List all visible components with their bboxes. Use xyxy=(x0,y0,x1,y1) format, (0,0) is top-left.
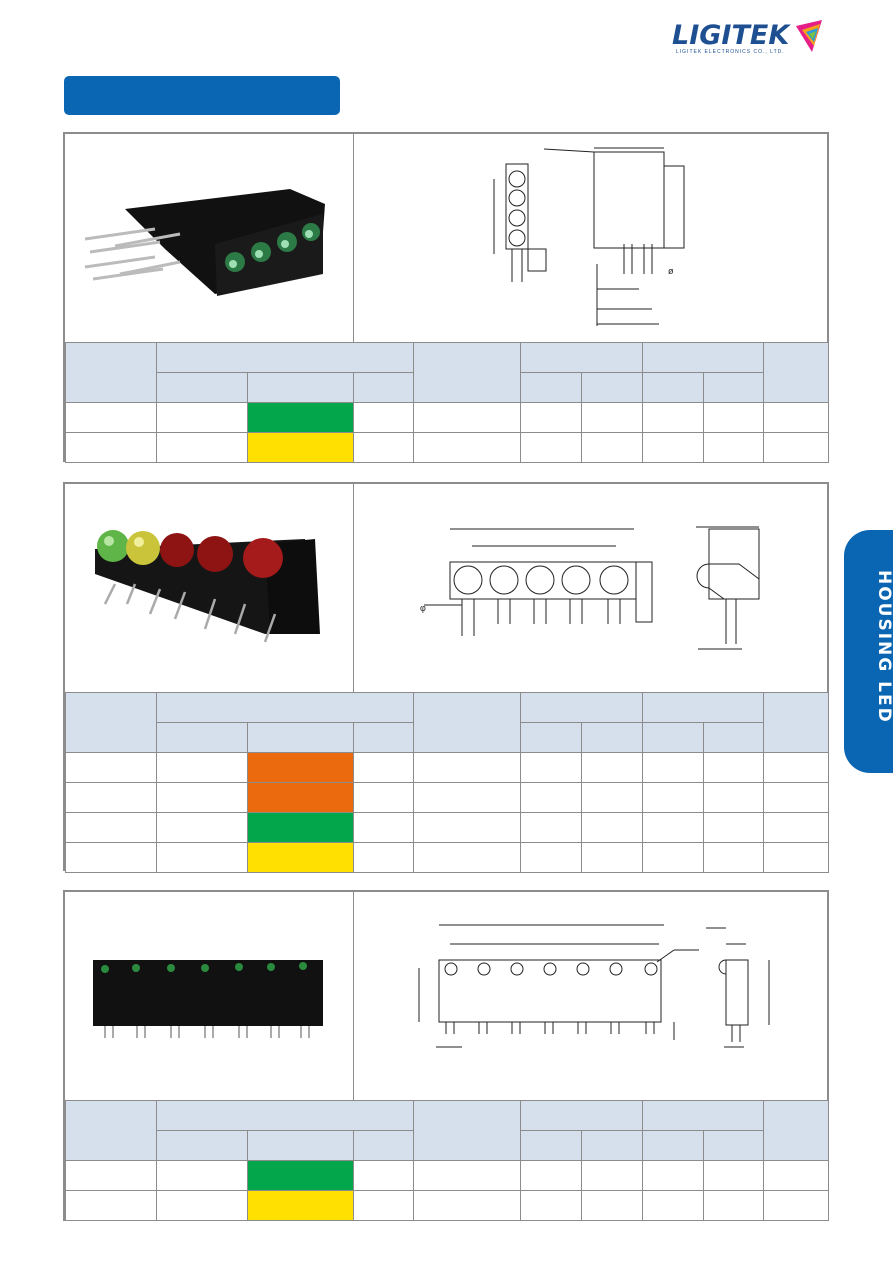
product-block-2: φ xyxy=(63,482,830,873)
color-swatch-yellow xyxy=(247,432,354,463)
svg-text:ø: ø xyxy=(668,266,674,276)
product-block-1: ø xyxy=(63,132,830,463)
product-photo-1 xyxy=(65,134,354,342)
table-row xyxy=(65,842,830,873)
category-label: HOUSING LED xyxy=(874,570,893,724)
table-header-row xyxy=(65,1100,830,1161)
color-swatch-green xyxy=(247,812,354,843)
svg-text:φ: φ xyxy=(420,603,426,613)
product-block-3 xyxy=(63,890,830,1221)
led-housing-photo-3 xyxy=(93,960,323,1038)
section-title-bar xyxy=(64,76,340,115)
led-housing-photo-2 xyxy=(95,530,320,643)
color-swatch-yellow xyxy=(247,842,354,873)
product-photo-2 xyxy=(65,484,354,692)
table-row xyxy=(65,782,830,813)
table-row xyxy=(65,432,830,463)
product-photo-3 xyxy=(65,892,354,1100)
spec-table-1 xyxy=(65,342,830,463)
brand-tagline: LIGITEK ELECTRONICS CO., LTD. xyxy=(676,49,785,55)
table-subheader-row xyxy=(66,1130,829,1161)
dimension-drawing-1: ø xyxy=(354,134,827,342)
brand-name: LIGITEK xyxy=(672,20,790,51)
dimension-drawing-3 xyxy=(354,892,827,1100)
table-subheader-row xyxy=(66,722,829,753)
spec-table-2 xyxy=(65,692,830,873)
category-side-tab[interactable]: HOUSING LED xyxy=(844,530,893,773)
color-swatch-green xyxy=(247,1160,354,1191)
table-row xyxy=(65,402,830,433)
table-row xyxy=(65,1160,830,1191)
table-row xyxy=(65,752,830,783)
table-subheader-row xyxy=(66,372,829,403)
spec-table-3 xyxy=(65,1100,830,1221)
logo-mark-icon xyxy=(796,20,822,52)
color-swatch-yellow xyxy=(247,1190,354,1221)
table-header-row xyxy=(65,692,830,753)
table-row xyxy=(65,812,830,843)
color-swatch-green xyxy=(247,402,354,433)
table-row xyxy=(65,1190,830,1221)
color-swatch-orange xyxy=(247,752,354,783)
table-header-row xyxy=(65,342,830,403)
dimension-drawing-2: φ xyxy=(354,484,827,692)
color-swatch-orange xyxy=(247,782,354,813)
led-housing-photo-1 xyxy=(84,189,325,296)
brand-logo: LIGITEK LIGITEK ELECTRONICS CO., LTD. xyxy=(672,16,832,60)
